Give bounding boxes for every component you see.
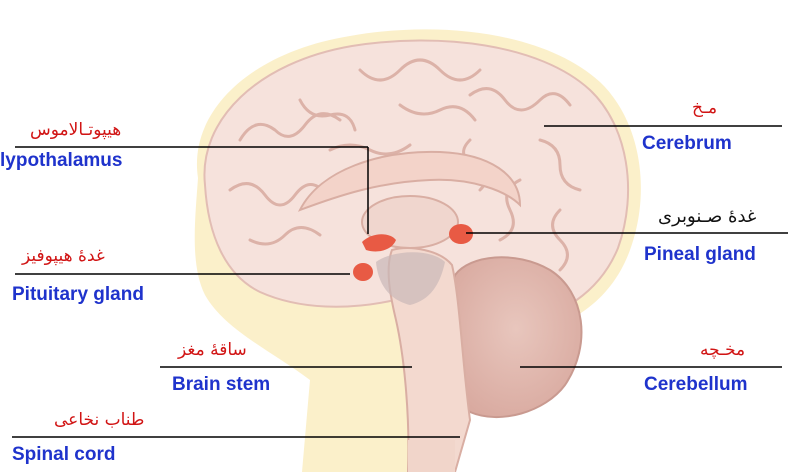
spinal-cord-label-fa: طناب نخاعی	[54, 410, 144, 430]
cerebellum-label: Cerebellum	[644, 374, 747, 396]
pituitary-label: Pituitary gland	[12, 284, 144, 306]
cerebellum-label-fa: مخـچه	[700, 340, 745, 360]
cerebrum-label: Cerebrum	[642, 133, 732, 155]
hypothalamus-label-fa: هیپوتـالاموس	[30, 120, 121, 140]
pineal-label: Pineal gland	[644, 244, 756, 266]
cerebellum-shape	[450, 257, 581, 417]
brain-stem-label: Brain stem	[172, 374, 270, 396]
cerebrum-label-fa: مـخ	[692, 98, 717, 118]
pituitary-gland	[353, 263, 373, 281]
spinal-cord-label: Spinal cord	[12, 444, 115, 466]
pituitary-label-fa: غدۀ هیپوفیز	[22, 246, 105, 266]
hypothalamus-label: lypothalamus	[0, 150, 122, 172]
brain-stem-label-fa: ساقۀ مغز	[178, 340, 247, 360]
pineal-gland	[449, 224, 473, 244]
spinal-cord-shape	[408, 440, 455, 472]
pineal-label-fa: غدۀ صـنوبری	[658, 206, 756, 227]
